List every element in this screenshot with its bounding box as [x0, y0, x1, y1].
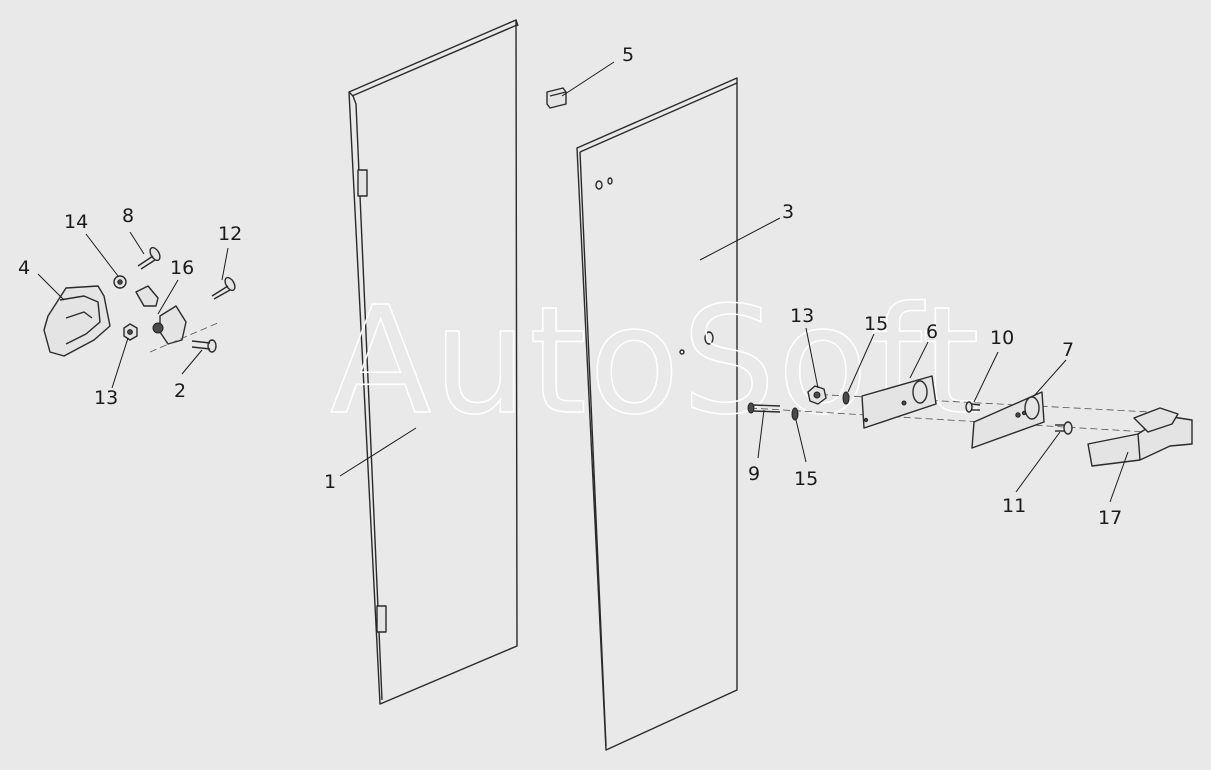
part-16-latch	[135, 285, 187, 345]
part-15-washer-lower	[791, 407, 799, 421]
part-15-washer-upper	[842, 391, 850, 405]
callout-12: 12	[218, 223, 242, 245]
callout-15-lower: 15	[794, 468, 818, 490]
part-17-handle	[1087, 407, 1193, 467]
callout-13-left: 13	[94, 387, 118, 409]
callout-9: 9	[748, 463, 760, 485]
callout-6: 6	[926, 321, 938, 343]
leader-lines	[37, 61, 1129, 503]
part-10-screw	[965, 401, 981, 413]
hinge-top	[357, 169, 368, 197]
part-13-nut-right	[807, 385, 827, 405]
part-5-block	[546, 87, 567, 109]
callout-5: 5	[622, 44, 634, 66]
assembly-axis	[749, 407, 1181, 435]
callout-2: 2	[174, 380, 186, 402]
callout-15-upper: 15	[864, 313, 888, 335]
callout-8: 8	[122, 205, 134, 227]
panel-hole	[607, 177, 613, 185]
callout-10: 10	[990, 327, 1014, 349]
part-7-plate	[971, 391, 1045, 449]
callout-16: 16	[170, 257, 194, 279]
panel-hole	[595, 180, 603, 190]
callout-3: 3	[782, 201, 794, 223]
door-panel-1	[348, 19, 519, 705]
part-6-plate	[861, 375, 937, 429]
callout-11: 11	[1002, 495, 1026, 517]
callout-4: 4	[18, 257, 30, 279]
callout-7: 7	[1062, 339, 1074, 361]
part-2-bolt	[191, 339, 217, 353]
panel-hole	[704, 331, 714, 345]
callout-13-right: 13	[790, 305, 814, 327]
part-4-housing	[43, 285, 111, 357]
panel-hole	[679, 349, 685, 355]
callout-17: 17	[1098, 507, 1122, 529]
callout-1: 1	[324, 471, 336, 493]
callout-14: 14	[64, 211, 88, 233]
part-8-screw	[137, 246, 161, 270]
part-9-bolt	[747, 402, 781, 414]
callout-labels: 1 2 3 4 5 6 7 8 9 10 11 12 13 13 14 15 1…	[18, 44, 1122, 529]
part-11-bolt	[1055, 421, 1073, 435]
door-panel-3	[576, 77, 738, 751]
part-12-screw	[211, 276, 236, 300]
part-13-nut-left	[123, 323, 138, 341]
part-14-washer	[113, 275, 127, 289]
hinge-bottom	[376, 605, 387, 633]
assembly-axis	[149, 321, 221, 353]
